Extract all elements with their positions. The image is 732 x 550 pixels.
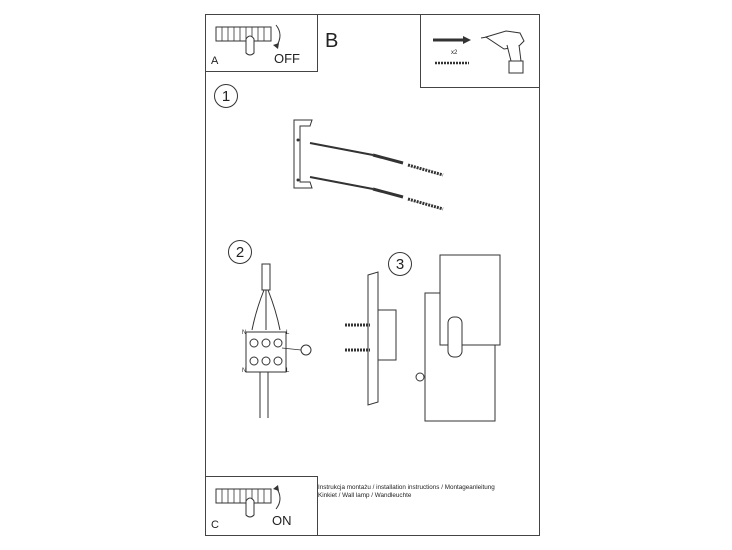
- terminal-block-off-icon: [215, 24, 281, 56]
- step-2-number: 2: [228, 240, 252, 264]
- panel-a-letter: A: [211, 55, 219, 67]
- terminal-block-on-icon: [215, 485, 281, 518]
- panel-c-letter: C: [211, 519, 219, 531]
- wire-label-l-bottom: L: [286, 368, 290, 374]
- footer-line-1: Instrukcja montażu / installation instru…: [318, 484, 495, 491]
- drill-icon: [480, 30, 525, 74]
- wiring-diagram: [245, 263, 312, 418]
- bracket-mounting-illustration: [293, 119, 444, 211]
- panel-b: x2: [420, 14, 540, 88]
- step-1-number: 1: [214, 84, 238, 108]
- wire-label-n-top: N: [242, 330, 247, 336]
- wire-label-n-bottom: N: [242, 368, 247, 374]
- panel-a-action: OFF: [274, 51, 300, 66]
- panel-b-letter: B: [325, 30, 339, 52]
- instruction-sheet: [205, 14, 540, 536]
- footer-line-2: Kinkiet / Wall lamp / Wandleuchte: [318, 492, 412, 499]
- panel-a: A OFF: [205, 14, 318, 72]
- panel-c-action: ON: [272, 513, 292, 528]
- lamp-assembly-illustration: [345, 254, 501, 422]
- plug-count: x2: [451, 50, 458, 56]
- wire-label-l-top: L: [286, 330, 290, 336]
- step-3-number: 3: [388, 252, 412, 276]
- wall-plugs-icon: [433, 36, 471, 65]
- panel-c: C ON: [205, 476, 318, 536]
